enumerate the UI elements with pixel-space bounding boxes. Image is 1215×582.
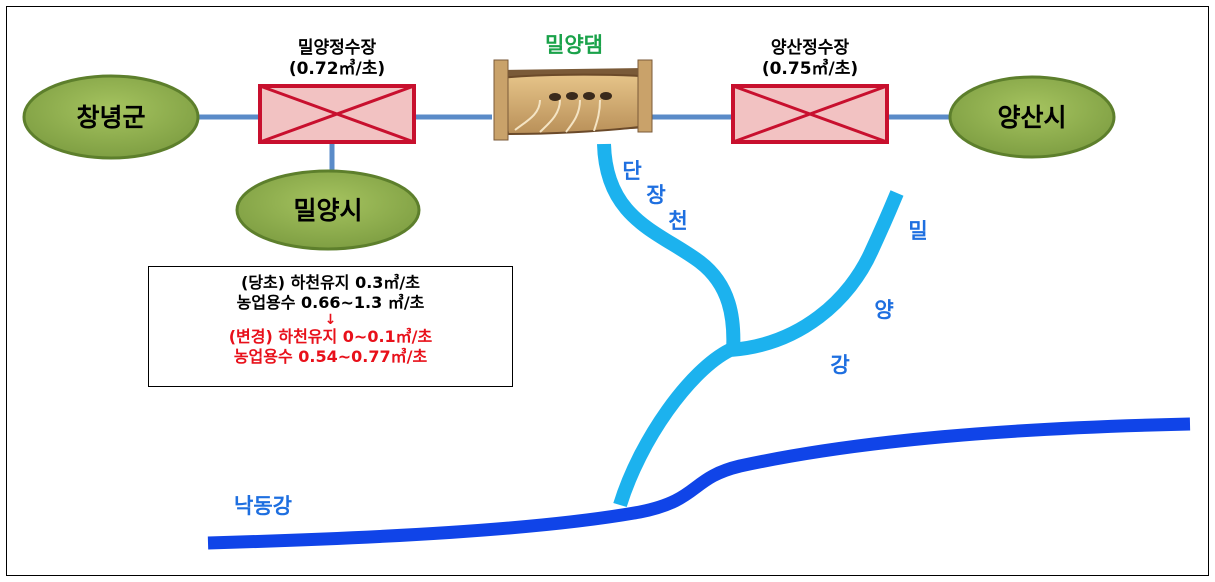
- note-changed-agri: 농업용수 0.54~0.77㎥/초: [233, 347, 428, 366]
- changnyeong-node[interactable]: [22, 74, 200, 160]
- water-allocation-note: (당초) 하천유지 0.3㎥/초 농업용수 0.66~1.3 ㎥/초 ↓ (변경…: [148, 266, 513, 387]
- nakdong-river-label: 낙동강: [234, 494, 292, 518]
- note-original-river: (당초) 하천유지 0.3㎥/초: [241, 273, 420, 292]
- dam-right-wall: [637, 59, 653, 133]
- yangsan-city-label: 양산시: [997, 103, 1066, 132]
- miryang-city-label: 밀양시: [293, 196, 362, 225]
- changnyeong-label: 창녕군: [76, 103, 145, 132]
- yangsan-plant-flow: (0.75㎥/초): [762, 58, 858, 79]
- danjang-label-3: 천: [668, 209, 687, 233]
- yangsan-plant[interactable]: [731, 84, 889, 144]
- danjang-label-1: 단: [622, 159, 641, 183]
- danjang-stream: [597, 143, 741, 353]
- note-change-arrow: ↓: [324, 312, 337, 328]
- miryang-plant-flow: (0.72㎥/초): [289, 58, 385, 79]
- diagram-frame: [6, 6, 1209, 576]
- yangsan-plant-cross-b: [732, 84, 888, 144]
- note-original-agri: 농업용수 0.66~1.3 ㎥/초: [236, 293, 425, 312]
- miryang-river-label-1: 밀: [908, 219, 927, 243]
- miryang-river-label-3: 강: [830, 353, 849, 377]
- yangsan-city-node[interactable]: [948, 75, 1116, 159]
- nakdong-river: [207, 417, 1191, 550]
- miryang-plant[interactable]: [258, 84, 416, 144]
- dam-left-wall: [493, 59, 509, 141]
- dam-gates: [549, 92, 612, 101]
- dam-icon[interactable]: [493, 59, 653, 141]
- yangsan-plant-name: 양산정수장: [771, 38, 850, 58]
- miryang-plant-cross-b: [259, 84, 415, 144]
- miryang-city-node[interactable]: [235, 169, 421, 251]
- miryang-river-label-2: 양: [874, 298, 893, 322]
- danjang-label-2: 장: [646, 183, 665, 207]
- dam-label: 밀양댐: [545, 33, 603, 57]
- miryang-river: [613, 190, 904, 508]
- miryang-plant-name: 밀양정수장: [298, 37, 377, 58]
- note-changed-river: (변경) 하천유지 0~0.1㎥/초: [228, 327, 433, 346]
- dam-spillway: [514, 99, 601, 133]
